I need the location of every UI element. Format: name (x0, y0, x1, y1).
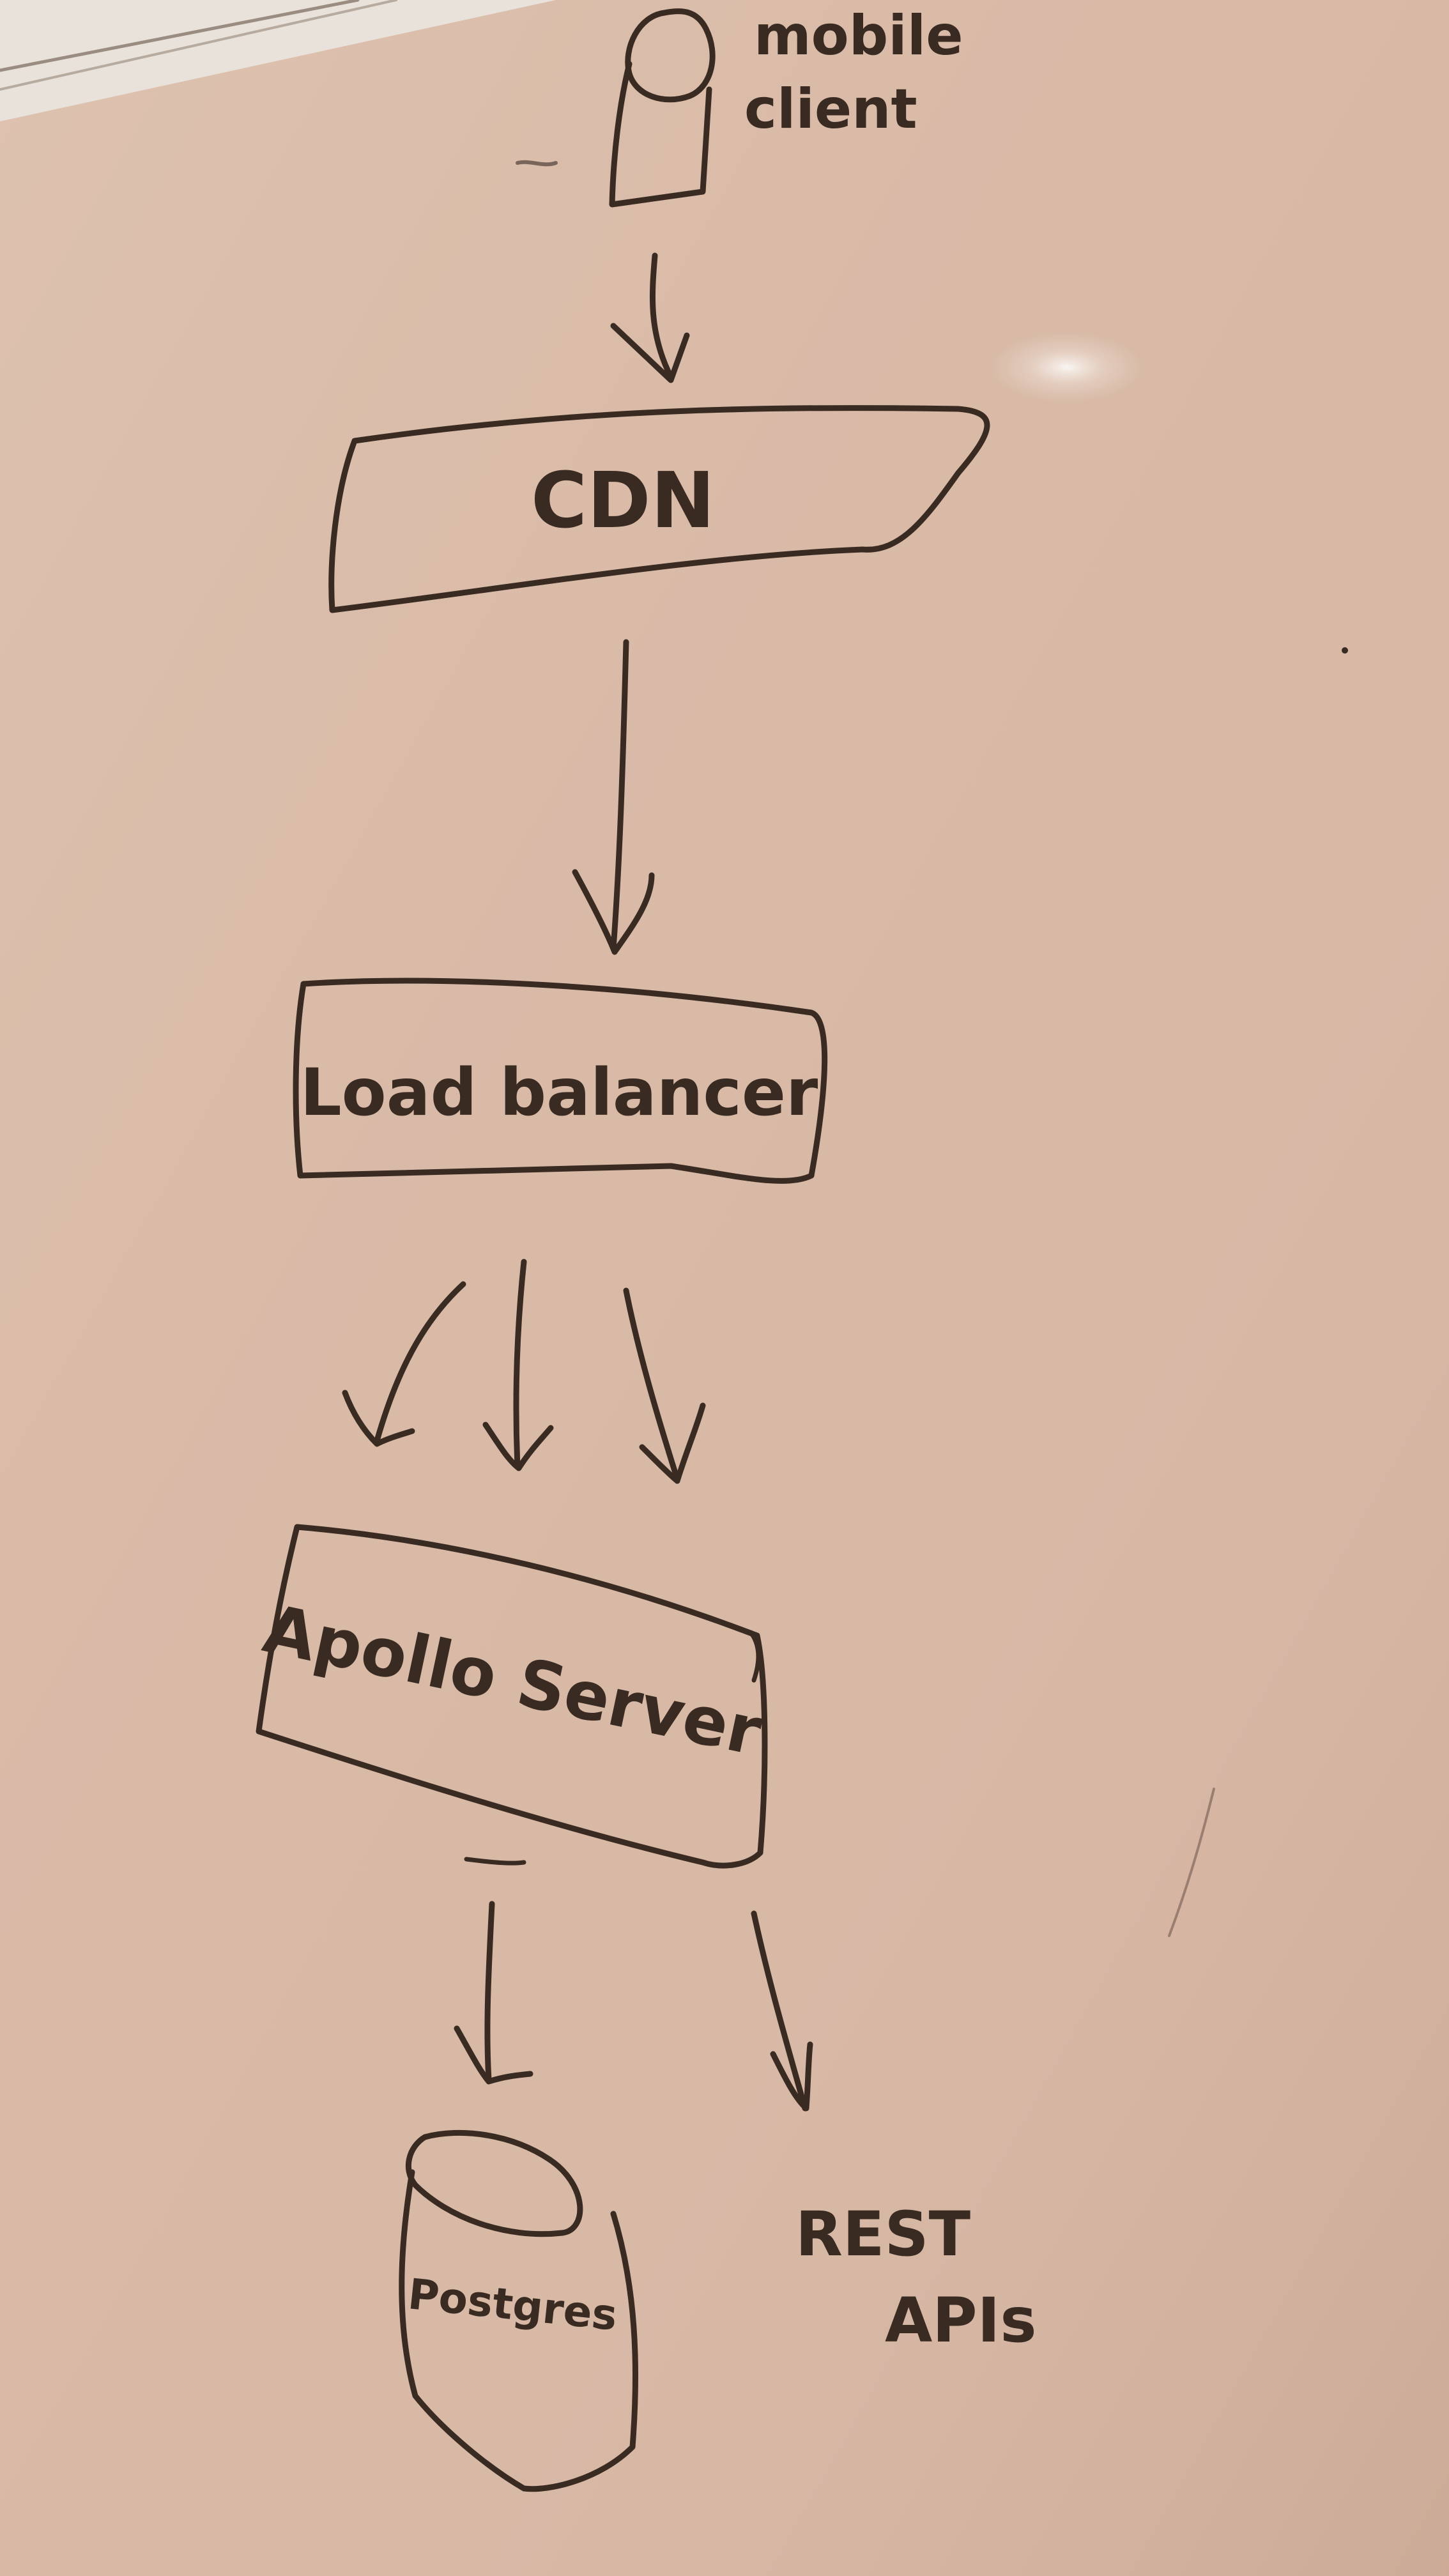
load-balancer-box (293, 977, 828, 1184)
mobile-client-line1: mobile (754, 4, 963, 68)
mobile-client-line2: client (744, 77, 917, 141)
scratch-mark (1168, 1788, 1215, 1937)
arrow-apollo-to-postgres (454, 1901, 533, 2085)
arrow-cdn-to-lb (572, 639, 655, 955)
cdn-box (328, 404, 990, 613)
load-balancer-label: Load balancer (300, 1055, 818, 1131)
load-balancer-node: Load balancer (293, 977, 828, 1184)
board-frame (0, 0, 556, 121)
light-glare (990, 332, 1144, 402)
rest-apis-line1: REST (795, 2198, 970, 2270)
smudge (516, 160, 558, 167)
apollo-server-box (256, 1524, 768, 1869)
arrow-apollo-to-rest (751, 1910, 813, 2112)
rest-apis-node: REST APIs (795, 2198, 1037, 2356)
arrow-lb-to-apollo-right (623, 1287, 706, 1484)
rest-apis-line2: APIs (885, 2285, 1037, 2356)
stray-mark (464, 1857, 526, 1866)
frame-line (0, 0, 360, 72)
frame-line (0, 0, 397, 91)
cdn-node: CDN (328, 404, 990, 613)
database-icon (399, 2129, 639, 2492)
dot-mark (1342, 647, 1348, 654)
arrow-lb-to-apollo-middle (482, 1259, 554, 1471)
person-icon (609, 8, 716, 208)
mobile-client-node: mobile client (609, 4, 963, 208)
arrow-lb-to-apollo-left (342, 1281, 466, 1447)
arrow-client-to-cdn (610, 252, 690, 383)
cdn-label: CDN (531, 457, 715, 546)
